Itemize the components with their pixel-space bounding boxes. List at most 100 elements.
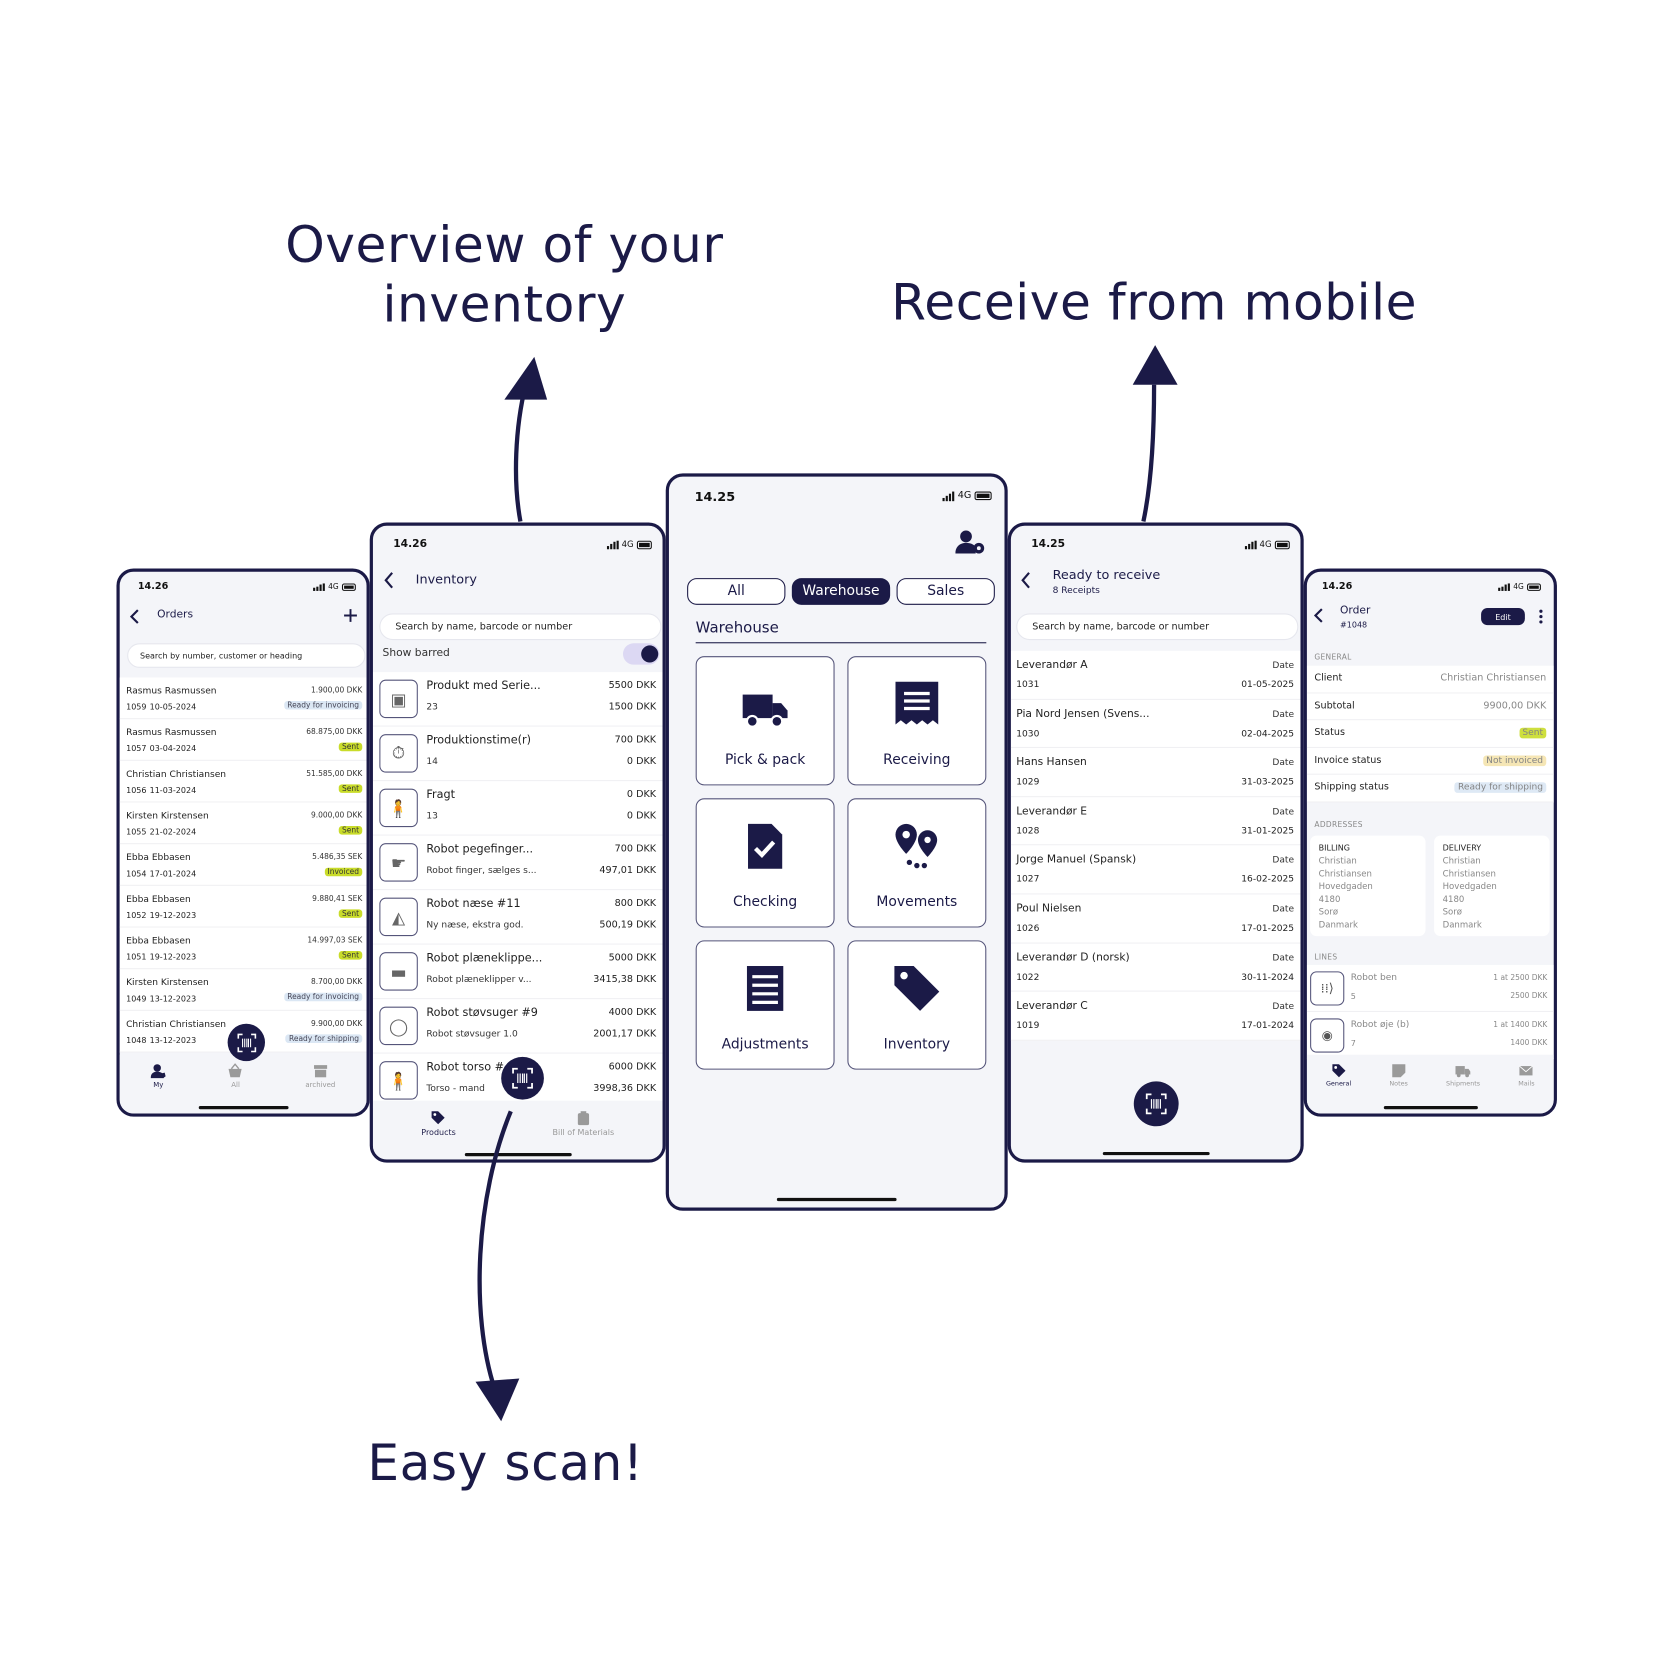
product-row[interactable]: ▬ Robot plæneklippe... 5000 DKK Robot pl… — [372, 945, 663, 1000]
order-date: 10-05-2024 — [149, 702, 197, 712]
product-price: 5000 DKK — [608, 953, 657, 964]
order-row[interactable]: Kirsten Kirstensen 8.700,00 DKK 1049 13-… — [119, 969, 367, 1011]
receipt-row[interactable]: Jorge Manuel (Spansk) Date 1027 16-02-20… — [1010, 846, 1301, 895]
product-row[interactable]: ◯ Robot støvsuger #9 4000 DKK Robot støv… — [372, 999, 663, 1054]
order-amount: 1.900,00 DKK — [310, 686, 363, 695]
back-chevron-icon[interactable] — [1312, 607, 1325, 624]
nav-products[interactable]: Products — [421, 1110, 456, 1159]
order-customer: Ebba Ebbasen — [126, 852, 191, 864]
order-number: 1054 — [126, 868, 147, 879]
show-barred-toggle[interactable] — [622, 643, 660, 665]
edit-button[interactable]: Edit — [1481, 608, 1525, 626]
order-row[interactable]: Kirsten Kirstensen 9.000,00 DKK 1055 21-… — [119, 803, 367, 845]
receipt-date: 16-02-2025 — [1241, 874, 1295, 886]
tile-pick-pack[interactable]: Pick & pack — [695, 656, 835, 786]
scan-button[interactable] — [227, 1023, 266, 1062]
product-subtitle: Robot plæneklipper v... — [426, 974, 532, 986]
tile-adjustments[interactable]: Adjustments — [695, 940, 835, 1070]
back-chevron-icon[interactable] — [1019, 571, 1032, 590]
tile-receiving[interactable]: Receiving — [847, 656, 987, 786]
status-badge: Sent — [338, 951, 363, 960]
search-input[interactable]: Search by name, barcode or number — [1016, 613, 1299, 641]
product-row[interactable]: ◭ Robot næse #11 800 DKK Ny næse, ekstra… — [372, 890, 663, 945]
home-indicator — [1383, 1106, 1478, 1110]
order-row[interactable]: Ebba Ebbasen 9.880,41 SEK 1052 19-12-202… — [119, 886, 367, 928]
nav-bill-of-materials[interactable]: Bill of Materials — [552, 1110, 614, 1159]
order-customer: Rasmus Rasmussen — [126, 727, 217, 739]
receipt-row[interactable]: Leverandør E Date 1028 31-01-2025 — [1010, 797, 1301, 846]
nav-mails[interactable]: Mails — [1518, 1063, 1535, 1113]
nav-notes[interactable]: Notes — [1389, 1063, 1408, 1113]
scan-button[interactable] — [1133, 1081, 1179, 1127]
product-cost: 0 DKK — [626, 756, 657, 768]
receipt-row[interactable]: Poul Nielsen Date 1026 17-01-2025 — [1010, 894, 1301, 944]
tile-inventory[interactable]: Inventory — [847, 940, 987, 1070]
receipt-row[interactable]: Leverandør D (norsk) Date 1022 30-11-202… — [1010, 943, 1301, 992]
order-number: 1051 — [126, 952, 147, 962]
nav-archived[interactable]: archived — [305, 1063, 335, 1113]
address-line: 4180 — [1318, 894, 1341, 905]
orders-phone: 14.26 4G Orders Search by number, custom… — [116, 568, 370, 1117]
address-line: Christian — [1318, 855, 1357, 866]
basket-icon — [229, 1063, 243, 1078]
back-chevron-icon[interactable] — [128, 608, 141, 625]
back-chevron-icon[interactable] — [383, 571, 396, 590]
orders-list: Rasmus Rasmussen 1.900,00 DKK 1059 10-05… — [119, 677, 367, 1053]
bottom-nav: General Notes Shipments Mails — [1306, 1054, 1554, 1114]
order-row[interactable]: Christian Christiansen 51.585,00 DKK 105… — [119, 761, 367, 803]
receipt-row[interactable]: Leverandør A Date 1031 01-05-2025 — [1010, 651, 1301, 700]
order-line-row[interactable]: ⁞⁞⟩ Robot ben 1 at 2500 DKK 5 2500 DKK — [1306, 965, 1554, 1012]
order-number: 1057 — [126, 743, 147, 754]
user-settings-icon[interactable] — [955, 530, 987, 556]
product-row[interactable]: ⏱ Produktionstime(r) 700 DKK 14 0 DKK — [372, 727, 663, 782]
order-line-row[interactable]: ◉ Robot øje (b) 1 at 1400 DKK 7 1400 DKK — [1306, 1012, 1554, 1059]
tile-label: Adjustments — [721, 1036, 809, 1053]
order-row[interactable]: Rasmus Rasmussen 1.900,00 DKK 1059 10-05… — [119, 677, 367, 720]
field-label: Invoice status — [1314, 755, 1382, 766]
product-cost: 497,01 DKK — [599, 865, 657, 877]
status-badge: Sent — [1519, 727, 1547, 739]
address-line: Sorø — [1318, 907, 1339, 917]
nav-all[interactable]: All — [228, 1063, 243, 1113]
product-row[interactable]: 🧍 Fragt 0 DKK 13 0 DKK — [372, 781, 663, 836]
status-badge: Sent — [338, 784, 363, 793]
receipt-number: 1019 — [1016, 1020, 1040, 1032]
order-date: 17-01-2024 — [149, 868, 197, 879]
add-icon[interactable] — [343, 608, 358, 623]
more-options-icon[interactable] — [1538, 608, 1544, 625]
arrow-head-receive — [1132, 345, 1178, 385]
product-row[interactable]: ▣ Produkt med Serie... 5500 DKK 23 1500 … — [372, 672, 663, 727]
receipt-row[interactable]: Leverandør C Date 1019 17-01-2024 — [1010, 992, 1301, 1041]
mail-icon — [1519, 1065, 1534, 1076]
status-indicators: 4G — [1498, 582, 1541, 591]
nav-label: archived — [305, 1080, 336, 1089]
scan-button[interactable] — [501, 1056, 544, 1100]
receipt-supplier: Hans Hansen — [1016, 756, 1087, 769]
nav-shipments[interactable]: Shipments — [1446, 1063, 1480, 1113]
receipt-supplier: Pia Nord Jensen (Svens... — [1016, 708, 1150, 720]
tab-sales[interactable]: Sales — [896, 578, 995, 605]
address-line: Christiansen — [1318, 868, 1372, 879]
nav-general[interactable]: General — [1326, 1063, 1351, 1113]
receipt-row[interactable]: Hans Hansen Date 1029 31-03-2025 — [1010, 748, 1301, 797]
product-row[interactable]: ☛ Robot pegefinger... 700 DKK Robot fing… — [372, 836, 663, 891]
order-row[interactable]: Ebba Ebbasen 5.486,35 SEK 1054 17-01-202… — [119, 844, 367, 886]
status-badge: Sent — [338, 826, 363, 835]
order-row[interactable]: Ebba Ebbasen 14.997,03 SEK 1051 19-12-20… — [119, 928, 367, 970]
line-total: 1400 DKK — [1510, 1038, 1548, 1048]
tab-all[interactable]: All — [687, 578, 786, 605]
address-heading: DELIVERY — [1442, 843, 1482, 853]
search-input[interactable]: Search by name, barcode or number — [379, 613, 662, 641]
show-barred-label: Show barred — [382, 647, 450, 660]
tab-warehouse[interactable]: Warehouse — [791, 578, 891, 605]
receipt-date: 17-01-2024 — [1241, 1020, 1295, 1032]
receipt-row[interactable]: Pia Nord Jensen (Svens... Date 1030 02-0… — [1010, 699, 1301, 749]
tile-checking[interactable]: Checking — [695, 798, 835, 928]
search-input[interactable]: Search by number, customer or heading — [127, 643, 366, 668]
product-cost: 3415,38 DKK — [593, 974, 657, 986]
nav-my[interactable]: My — [150, 1063, 166, 1113]
tile-movements[interactable]: Movements — [847, 798, 987, 928]
order-row[interactable]: Rasmus Rasmussen 68.875,00 DKK 1057 03-0… — [119, 719, 367, 761]
